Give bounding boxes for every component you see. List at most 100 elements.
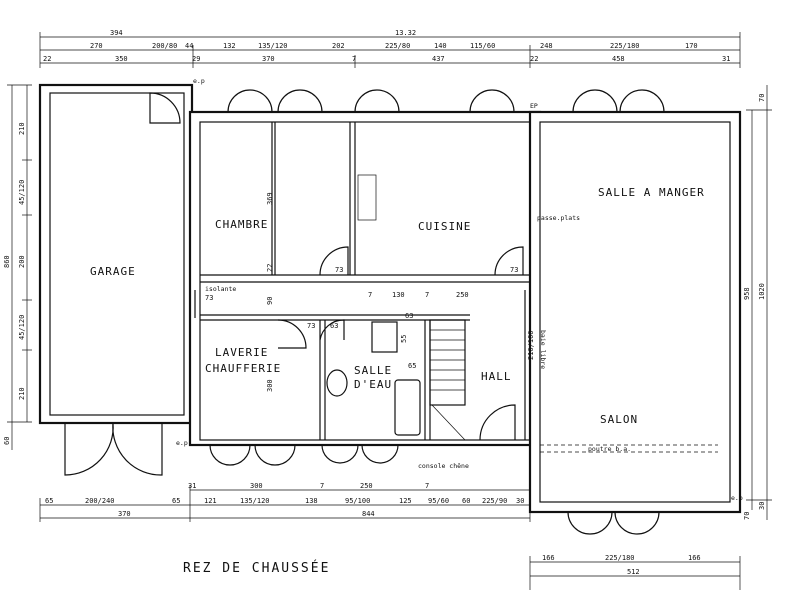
dim-inner-63b: 63	[405, 312, 413, 320]
outer-walls	[38, 83, 742, 514]
dim-bot-r1-3: 7	[320, 482, 324, 490]
dim-left-2: 45/120	[18, 180, 26, 205]
room-laverie: LAVERIE	[215, 346, 268, 359]
dim-bot-r2-11: 225/90	[482, 497, 507, 505]
dim-bot-r2-8: 125	[399, 497, 412, 505]
dim-bot-r1-5: 7	[425, 482, 429, 490]
dim-top-r3-2: 350	[115, 55, 128, 63]
dim-inner-73c: 73	[205, 294, 213, 302]
room-salon: SALON	[600, 413, 638, 426]
dim-top-r2-10: 248	[540, 42, 553, 50]
label-ep-2: EP	[530, 102, 538, 110]
dim-bot-r2-5: 135/120	[240, 497, 270, 505]
inner-dimensions: 369 22 90 300 73 73 73 73 63 63 55 65 13…	[205, 192, 535, 392]
dim-left-1: 210	[18, 122, 26, 135]
dim-inner-65: 65	[408, 362, 416, 370]
dim-top-r2-11: 225/180	[610, 42, 640, 50]
kitchen-counter	[357, 174, 377, 221]
dim-bot-r1-1: 31	[188, 482, 196, 490]
plan-title: REZ DE CHAUSSÉE	[183, 560, 330, 576]
dim-inner-63a: 63	[330, 322, 338, 330]
dim-top-r2-3: 44	[185, 42, 193, 50]
room-salle-a-manger: SALLE A MANGER	[598, 186, 705, 199]
inner-partitions	[200, 122, 531, 440]
dim-bot-r5-1: 512	[627, 568, 640, 576]
dim-bot-r4-3: 166	[688, 554, 701, 562]
dim-bot-r3-2: 844	[362, 510, 375, 518]
dim-top-r3-3: 29	[192, 55, 200, 63]
left-dimension-lines: 210 45/120 200 45/120 210 860 60	[3, 84, 32, 450]
dim-top-r3-5: 7	[352, 55, 356, 63]
room-salle: SALLE	[354, 364, 392, 377]
dim-bot-r4-1: 166	[542, 554, 555, 562]
dim-bot-r2-6: 138	[305, 497, 318, 505]
sink	[326, 369, 348, 397]
dim-inner-73b: 73	[510, 266, 518, 274]
dim-left-5: 210	[18, 387, 26, 400]
dim-top-r2-1: 270	[90, 42, 103, 50]
dim-top-r2-5: 135/120	[258, 42, 288, 50]
dim-left-4: 45/120	[18, 315, 26, 340]
dim-bot-r2-10: 60	[462, 497, 470, 505]
dim-top-r2-2: 200/80	[152, 42, 177, 50]
dim-bot-r1-4: 250	[360, 482, 373, 490]
room-hall: HALL	[481, 370, 512, 383]
dim-top-2: 13.32	[395, 29, 416, 37]
dim-top-r2-8: 140	[434, 42, 447, 50]
dim-inner-250: 250	[456, 291, 469, 299]
label-ep-1: e.p	[193, 77, 205, 85]
dim-bot-r4-2: 225/180	[605, 554, 635, 562]
right-dimension-lines: 70 958 1020 70 30	[743, 85, 772, 520]
bathroom-fixtures	[326, 174, 421, 436]
dim-inner-73a: 73	[335, 266, 343, 274]
dim-top-r2-4: 132	[223, 42, 236, 50]
toilet	[371, 321, 398, 353]
dim-bot-r2-7: 95/100	[345, 497, 370, 505]
dim-top-r3-7: 22	[530, 55, 538, 63]
dim-top-r3-9: 31	[722, 55, 730, 63]
dim-bot-r2-9: 95/60	[428, 497, 449, 505]
dim-bot-r2-12: 30	[516, 497, 524, 505]
dim-bot-r3-1: 370	[118, 510, 131, 518]
room-garage: GARAGE	[90, 265, 136, 278]
dim-inner-55: 55	[400, 335, 408, 343]
dim-bot-r1-2: 300	[250, 482, 263, 490]
dim-left-6: 860	[3, 255, 11, 268]
dim-bot-r2-1: 65	[45, 497, 53, 505]
dim-inner-7a: 7	[368, 291, 372, 299]
dim-top-r3-8: 458	[612, 55, 625, 63]
room-chambre: CHAMBRE	[215, 218, 268, 231]
dim-inner-210-100: 210/100	[527, 330, 535, 360]
dim-inner-73d: 73	[307, 322, 315, 330]
dim-inner-90: 90	[266, 297, 274, 305]
dim-bot-r2-4: 121	[204, 497, 217, 505]
annotations: passe.plats baie libre isolante poutre b…	[176, 77, 743, 502]
dim-inner-130: 130	[392, 291, 405, 299]
dim-bot-r2-2: 200/240	[85, 497, 115, 505]
room-cuisine: CUISINE	[418, 220, 471, 233]
label-ep-4: e.p	[731, 494, 743, 502]
bathtub	[394, 379, 421, 436]
dim-left-7: 60	[3, 437, 11, 445]
dim-top-r2-9: 115/60	[470, 42, 495, 50]
dim-left-3: 200	[18, 255, 26, 268]
dim-bot-r2-3: 65	[172, 497, 180, 505]
label-baie-libre: baie libre	[539, 330, 547, 369]
dim-right-4: 70	[743, 512, 751, 520]
bottom-windows	[209, 444, 660, 535]
label-passe-plats: passe.plats	[537, 214, 580, 222]
top-dimension-lines: 394 13.32 270 200/80 44 132 135/120 202 …	[39, 29, 741, 68]
dim-top-r3-6: 437	[432, 55, 445, 63]
dim-right-2: 958	[743, 287, 751, 300]
label-ep-3: e.p	[176, 439, 188, 447]
label-console: console chêne	[418, 462, 469, 470]
room-deau: D'EAU	[354, 378, 392, 391]
dim-inner-7b: 7	[425, 291, 429, 299]
house-wall	[188, 110, 542, 447]
dim-inner-22: 22	[266, 264, 274, 272]
top-windows	[227, 89, 665, 113]
interior-doors	[194, 246, 524, 441]
stairs	[429, 319, 466, 441]
dim-top-r2-7: 225/80	[385, 42, 410, 50]
